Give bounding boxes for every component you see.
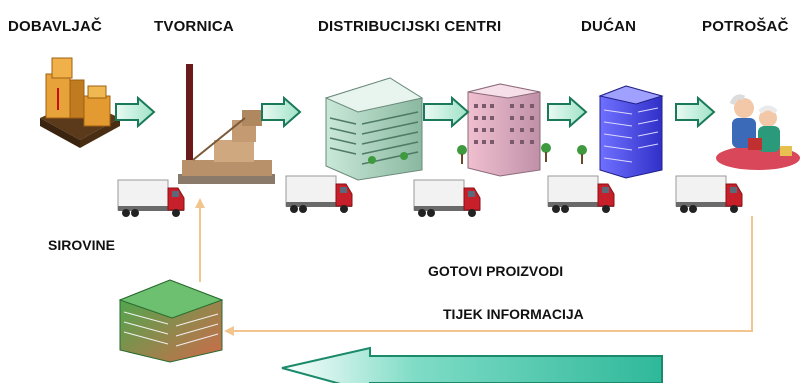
arrow-distribution-to-distribution (423, 95, 470, 129)
header-consumer: POTROŠAČ (702, 18, 789, 35)
arrow-distribution-to-store (547, 95, 588, 129)
header-store: DUĆAN (581, 18, 637, 35)
boxes-icon (40, 57, 120, 148)
consumers-icon (716, 94, 800, 170)
information-flow-arrow (281, 346, 663, 383)
hq-building-icon (118, 279, 224, 363)
truck-icon (285, 175, 353, 214)
information-flow-line (195, 198, 753, 336)
arrow-factory-to-distribution (261, 95, 302, 129)
label-raw-materials: SIROVINE (48, 237, 115, 253)
truck-icon (675, 175, 743, 214)
truck-icon (117, 179, 185, 218)
label-information-flow: TIJEK INFORMACIJA (443, 306, 584, 322)
factory-icon (178, 64, 275, 184)
truck-icon (547, 175, 615, 214)
warehouse-building-icon (324, 77, 424, 181)
flow-arrows (115, 95, 716, 129)
truck-icon (413, 179, 481, 218)
office-building-icon (457, 83, 551, 177)
arrow-supplier-to-factory (115, 95, 156, 129)
arrow-store-to-consumer (675, 95, 716, 129)
header-supplier: DOBAVLJAČ (8, 18, 103, 35)
store-building-icon (577, 85, 664, 179)
label-finished-goods: GOTOVI PROIZVODI (428, 263, 564, 279)
header-distribution-centers: DISTRIBUCIJSKI CENTRI (318, 18, 502, 35)
header-factory: TVORNICA (154, 18, 234, 35)
